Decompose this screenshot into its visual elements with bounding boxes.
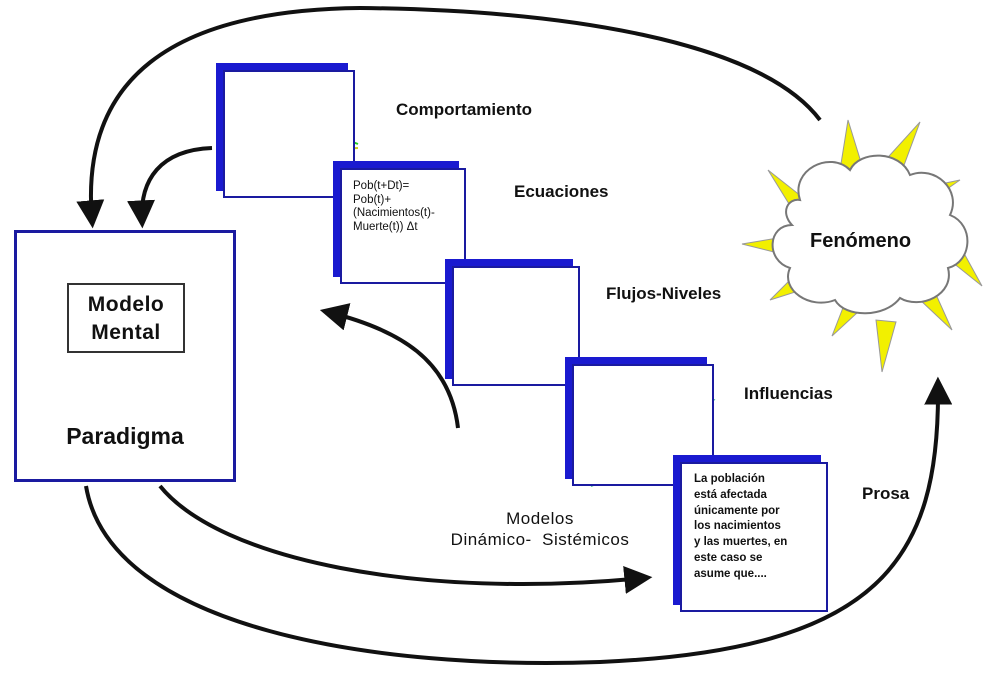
influencias-label: Influencias <box>744 384 833 403</box>
modelo-mental-line1: Modelo <box>87 293 165 316</box>
comportamiento-label: Comportamiento <box>396 100 532 119</box>
flujos-niveles-card <box>452 266 580 386</box>
bottom-to-fenomeno-arrow <box>84 376 953 665</box>
ecuaciones-label: Ecuaciones <box>514 182 609 201</box>
ecuaciones-text: Pob(t+Dt)= Pob(t)+ (Nacimientos(t)- Muer… <box>353 180 435 233</box>
flujos-niveles-label: Flujos-Niveles <box>606 284 722 303</box>
ecuaciones-card: Pob(t+Dt)= Pob(t)+ (Nacimientos(t)- Muer… <box>340 168 466 284</box>
paradigma-label: Paradigma <box>66 423 184 449</box>
prosa-card: La población está afectada únicamente po… <box>680 462 828 612</box>
modelos-line2: Dinámico- Sistémicos <box>450 530 630 549</box>
modelo-mental-box: Modelo Mental <box>67 283 185 353</box>
prosa-label: Prosa <box>862 484 910 503</box>
fenomeno-burst <box>741 119 983 373</box>
flujos-to-paradigma-arrow <box>319 303 460 429</box>
fenomeno-label: Fenómeno <box>810 230 912 252</box>
outer-loop-arrow <box>76 5 822 229</box>
comportamiento-to-paradigma-arrow <box>127 146 213 229</box>
comportamiento-card <box>223 70 355 198</box>
paradigma-box: Modelo Mental Paradigma <box>14 230 236 482</box>
modelo-mental-line2: Mental <box>91 321 161 344</box>
cloud-shape <box>771 154 969 315</box>
paradigma-to-prosa-arrow <box>158 484 653 594</box>
modelos-dinamico-sistemicos-label: Modelos Dinámico- Sistémicos <box>420 508 660 550</box>
prosa-text: La población está afectada únicamente po… <box>694 473 788 580</box>
modelos-line1: Modelos <box>506 509 574 528</box>
